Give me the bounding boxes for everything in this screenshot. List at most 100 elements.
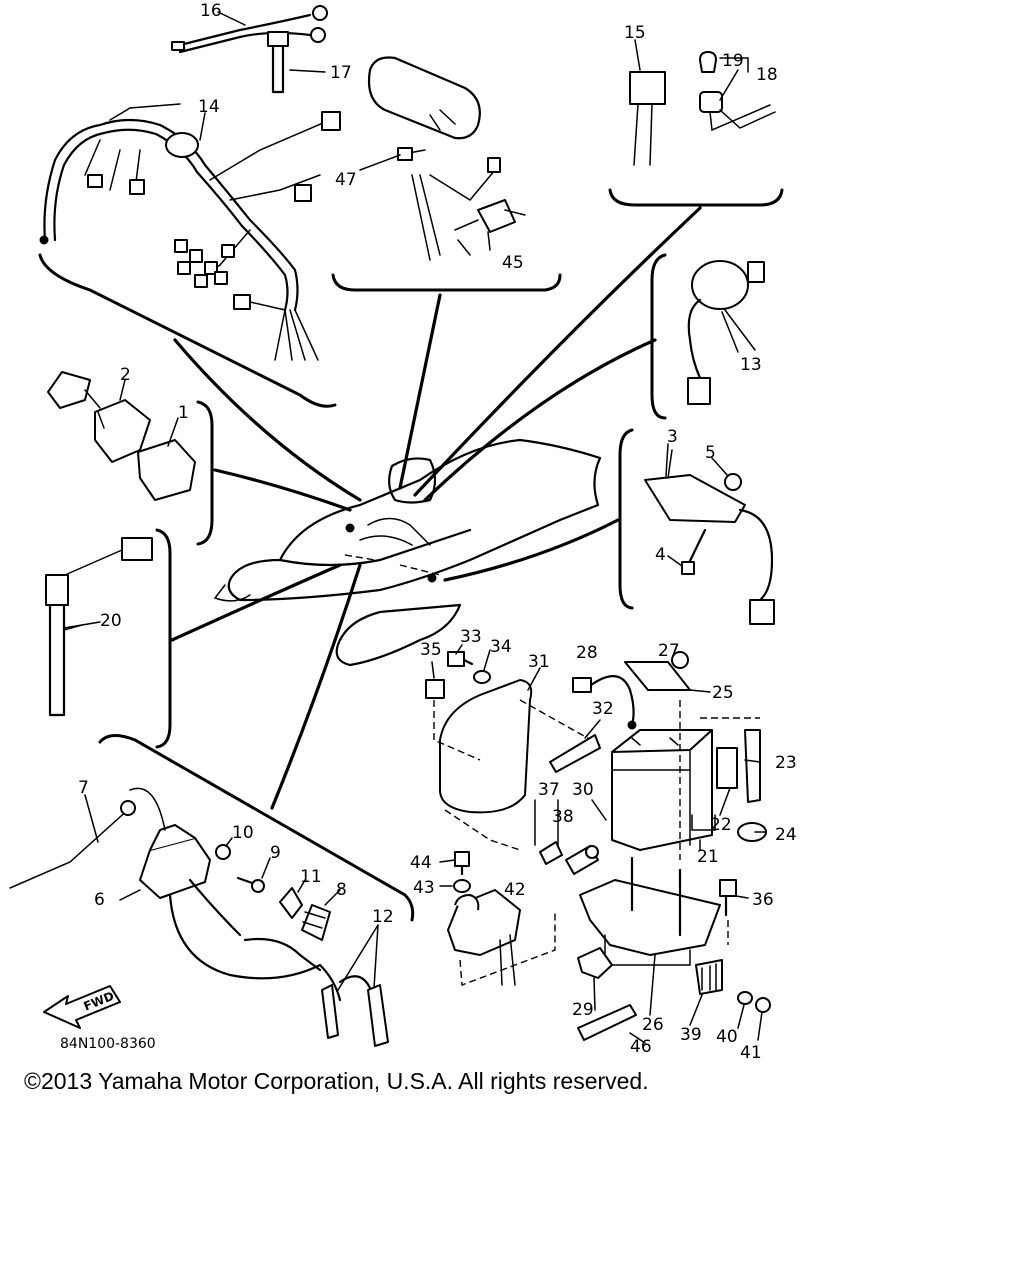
part-37-38-fuse xyxy=(534,799,599,875)
part-17-bolt xyxy=(267,31,326,94)
part-26-battery-tray xyxy=(579,700,729,966)
part-20-sensor xyxy=(45,537,153,717)
part-2-connector xyxy=(47,371,101,409)
pointer-main-switch xyxy=(423,338,657,502)
part-28-cable xyxy=(572,675,637,730)
part-22-pad xyxy=(716,747,738,789)
pointer-sensor xyxy=(170,563,342,642)
pointer-rectifier xyxy=(443,518,620,582)
part-45-switch xyxy=(454,199,526,256)
pointer-ignition xyxy=(270,563,362,810)
callout-25: 25 xyxy=(712,683,734,703)
callout-23: 23 xyxy=(775,753,797,773)
part-18-socket xyxy=(699,57,776,132)
part-36-bolt xyxy=(719,879,737,917)
part-30-battery xyxy=(611,729,713,851)
leader-lines xyxy=(63,11,767,1041)
pointer-relay xyxy=(413,206,702,497)
connector-cluster xyxy=(174,239,235,288)
part-1-cdi-unit xyxy=(94,379,196,501)
bracket-cdi-group xyxy=(196,400,214,546)
front-arrow-icon: FWD xyxy=(43,985,121,1029)
part-32-cable xyxy=(549,719,601,773)
callout-8: 8 xyxy=(336,880,347,900)
callout-35: 35 xyxy=(420,640,442,660)
pointer-cdi xyxy=(213,468,352,512)
callout-28: 28 xyxy=(576,643,598,663)
callout-44: 44 xyxy=(410,853,432,873)
callout-15: 15 xyxy=(624,23,646,43)
part-21-bracket xyxy=(691,814,716,831)
bracket-rectifier-group xyxy=(618,428,634,610)
callout-numbers: 16 17 14 47 45 15 19 18 13 2 1 3 5 4 20 … xyxy=(60,1,797,1060)
callout-36: 36 xyxy=(752,890,774,910)
callout-11: 11 xyxy=(300,867,322,887)
callout-3: 3 xyxy=(667,427,678,447)
callout-14: 14 xyxy=(198,97,220,117)
part-10-washer xyxy=(215,837,233,860)
callout-47: 47 xyxy=(335,170,357,190)
copyright-notice: ©2013 Yamaha Motor Corporation, U.S.A. A… xyxy=(24,1068,649,1094)
callout-21: 21 xyxy=(697,847,719,867)
callout-30: 30 xyxy=(572,780,594,800)
part-42-starter-relay xyxy=(447,889,556,986)
pointer-switch xyxy=(398,293,442,490)
callout-17: 17 xyxy=(330,63,352,83)
part-8-grommet xyxy=(301,889,341,941)
callout-4: 4 xyxy=(655,545,666,565)
callout-38: 38 xyxy=(552,807,574,827)
part-14-wire-harness xyxy=(39,103,341,361)
bracket-harness-group xyxy=(38,253,337,408)
callout-45: 45 xyxy=(502,253,524,273)
callout-43: 43 xyxy=(413,878,435,898)
part-25-bracket xyxy=(624,661,711,693)
bracket-sensor-group xyxy=(155,528,172,749)
part-35-nut xyxy=(425,661,445,699)
callout-10: 10 xyxy=(232,823,254,843)
callout-20: 20 xyxy=(100,611,122,631)
callout-12: 12 xyxy=(372,907,394,927)
part-19-bulb xyxy=(699,51,717,73)
part-15-relay xyxy=(629,71,666,166)
part-7-cable xyxy=(9,794,136,889)
callout-24: 24 xyxy=(775,825,797,845)
drawing-code: 84N100-8360 xyxy=(60,1036,156,1052)
callout-33: 33 xyxy=(460,627,482,647)
pointer-lines xyxy=(170,206,702,810)
part-27-nut xyxy=(671,651,689,669)
callout-19: 19 xyxy=(722,51,744,71)
callout-27: 27 xyxy=(658,641,680,661)
bracket-switch-group xyxy=(331,273,562,292)
part-31-battery-cover xyxy=(433,679,601,851)
callout-9: 9 xyxy=(270,843,281,863)
part-11-clamp xyxy=(279,879,306,919)
part-47-lead xyxy=(397,147,501,261)
part-46-band xyxy=(577,1004,646,1044)
part-6-ignition-coil xyxy=(119,787,322,980)
snowmobile-body xyxy=(213,438,602,667)
callout-46: 46 xyxy=(630,1037,652,1057)
callout-26: 26 xyxy=(642,1015,664,1035)
part-grip xyxy=(367,56,481,140)
part-12-plug-cap xyxy=(243,924,389,1047)
callout-1: 1 xyxy=(178,403,189,423)
part-3-rectifier xyxy=(644,449,775,625)
callout-41: 41 xyxy=(740,1043,762,1060)
pointer-harness xyxy=(173,338,362,502)
part-23-strap xyxy=(700,717,761,803)
callout-6: 6 xyxy=(94,890,105,910)
part-34-washer xyxy=(473,670,491,684)
part-13-main-switch xyxy=(687,260,765,405)
part-33-bolt xyxy=(447,651,474,667)
callout-22: 22 xyxy=(710,815,732,835)
part-44-bolt xyxy=(454,851,470,876)
callout-37: 37 xyxy=(538,780,560,800)
callout-31: 31 xyxy=(528,652,550,672)
callout-40: 40 xyxy=(716,1027,738,1047)
callout-13: 13 xyxy=(740,355,762,375)
callout-7: 7 xyxy=(78,778,89,798)
callout-29: 29 xyxy=(572,1000,594,1020)
bracket-ignition-group xyxy=(98,734,415,922)
part-41-nut xyxy=(755,997,771,1013)
callout-2: 2 xyxy=(120,365,131,385)
